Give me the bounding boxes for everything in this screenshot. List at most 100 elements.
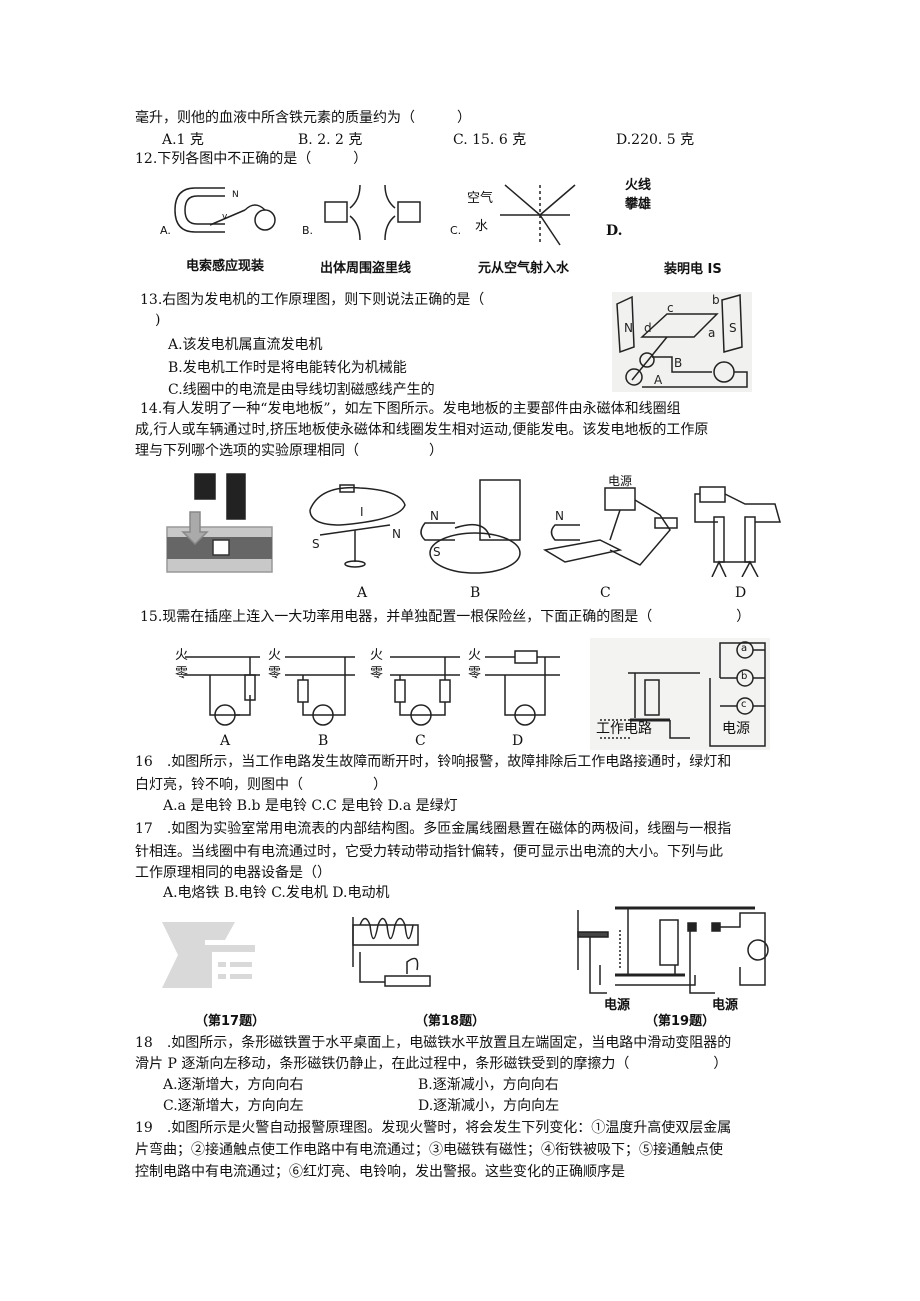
- q14-figure-b: NS: [420, 479, 521, 574]
- q16-fig-label-power: 电源: [722, 721, 750, 737]
- q16-fig-label-c: c: [741, 699, 747, 710]
- q12-caption-b: 出体周围盗里线: [320, 261, 412, 276]
- caption-q19: （第19题）: [645, 1014, 716, 1029]
- q17-line-2: 针相连。当线圈中有电流通过时，它受力转动带动指针偏转，便可显示出电流的大小。下列…: [135, 844, 723, 860]
- q12-caption-c: 元从空气射入水: [478, 261, 570, 276]
- q12-figure-b: [324, 184, 421, 241]
- q17-line-3: 工作原理相同的电器设备是（）: [135, 865, 331, 881]
- q16-line-1: 16 .如图所示，当工作电路发生故障而断开时，铃响报警，故障排除后工作电路接通时…: [135, 754, 732, 770]
- q12-fig-label-air: 空气: [467, 191, 494, 206]
- q15-fig-letter-d: D: [512, 733, 524, 749]
- q14-fig-label-power: 电源: [608, 474, 633, 488]
- q14-figure-c: N: [542, 487, 678, 566]
- svg-text:N: N: [392, 527, 401, 541]
- q17-placeholder-figure: [162, 922, 255, 988]
- q15-fire-b: 火: [268, 648, 282, 663]
- q16-line-2: 白灯亮，铃不响，则图中（ ）: [135, 777, 387, 793]
- svg-text:N: N: [624, 321, 633, 335]
- q12-fig-letter-b: B.: [302, 224, 314, 237]
- caption-q18: （第18题）: [415, 1014, 486, 1029]
- q12-fig-label-v: v: [222, 212, 228, 222]
- q15-fire-c: 火: [370, 648, 384, 663]
- caption-q17: （第17题）: [195, 1014, 266, 1029]
- q14-floor-figure: [166, 473, 273, 573]
- q15-fig-letter-c: C: [415, 733, 426, 749]
- q15-fire-a: 火: [175, 648, 189, 663]
- q14-line-1: 14.有人发明了一种“发电地板”，如左下图所示。发电地板的主要部件由永磁体和线圈…: [140, 401, 681, 417]
- q14-figure-a: S N I: [309, 484, 406, 568]
- q12-fig-letter-a: A.: [160, 224, 171, 237]
- svg-text:N: N: [430, 509, 439, 523]
- q15-zero-c: 零: [370, 666, 384, 681]
- q11-option-a: A.1 克: [162, 132, 204, 148]
- q12-stem: 12.下列各图中不正确的是（ ）: [135, 151, 368, 167]
- q12-fig-d-line2: 攀雄: [625, 197, 652, 212]
- q18-line-1: 18 .如图所示，条形磁铁置于水平桌面上，电磁铁水平放置且左端固定，当电路中滑动…: [135, 1035, 732, 1051]
- q18-electromagnet-figure: [352, 917, 431, 987]
- q15-fire-d: 火: [468, 648, 482, 663]
- q13-option-c: C.线圈中的电流是由导线切割磁感线产生的: [168, 382, 435, 398]
- q15-circuits-figure: [185, 650, 560, 726]
- q16-fig-label-work: 工作电路: [596, 721, 652, 737]
- svg-text:S: S: [312, 537, 320, 551]
- q18-option-b: B.逐渐减小，方向向右: [418, 1077, 559, 1093]
- q19-line-2: 片弯曲；②接通触点使工作电路中有电流通过；③电磁铁有磁性；④衔铁被吸下；⑤接通触…: [135, 1142, 723, 1158]
- q11-option-b: B. 2. 2 克: [298, 132, 363, 148]
- q15-zero-d: 零: [468, 666, 482, 681]
- q12-caption-a: 电索感应现装: [186, 259, 265, 274]
- svg-text:I: I: [360, 505, 364, 519]
- svg-text:a: a: [708, 326, 715, 340]
- svg-text:A: A: [654, 373, 663, 387]
- q13-option-a: A.该发电机属直流发电机: [168, 337, 323, 353]
- q11-option-c: C. 15. 6 克: [453, 132, 527, 148]
- q15-zero-b: 零: [268, 666, 282, 681]
- q12-fig-d-line1: 火线: [625, 178, 652, 193]
- q14-line-3: 理与下列哪个选项的实验原理相同（ ）: [135, 443, 443, 459]
- q12-fig-letter-c: C.: [450, 224, 462, 237]
- svg-text:c: c: [667, 301, 674, 315]
- q17-line-1: 17 .如图为实验室常用电流表的内部结构图。多匝金属线圈悬置在磁体的两极间，线圈…: [135, 821, 732, 837]
- q14-fig-letter-b: B: [470, 585, 481, 601]
- q14-fig-letter-a: A: [357, 585, 368, 601]
- q11-option-d: D.220. 5 克: [616, 132, 695, 148]
- svg-text:B: B: [674, 356, 682, 370]
- q13-stem: 13.右图为发电机的工作原理图，则下则说法正确的是（: [140, 292, 485, 308]
- q16-fig-label-b: b: [741, 671, 748, 682]
- svg-text:d: d: [644, 321, 652, 335]
- q19-line-1: 19 .如图所示是火警自动报警原理图。发现火警时，将会发生下列变化：①温度升高使…: [135, 1120, 732, 1136]
- q14-line-2: 成,行人或车辆通过时,挤压地板使永磁体和线圈发生相对运动,便能发电。该发电地板的…: [135, 422, 709, 438]
- q15-fig-letter-a: A: [220, 733, 231, 749]
- q12-fig-label-water: 水: [475, 219, 489, 234]
- q15-zero-a: 零: [175, 666, 189, 681]
- svg-text:S: S: [729, 321, 737, 335]
- q19-fig-power-2: 电源: [712, 998, 739, 1013]
- q12-figure-c: [500, 184, 576, 246]
- q14-fig-letter-c: C: [600, 585, 611, 601]
- q17-options: A.电烙铁 B.电铃 C.发电机 D.电动机: [163, 885, 390, 901]
- q12-fig-label-n: N: [232, 190, 239, 200]
- q18-option-d: D.逐渐减小，方向向左: [418, 1098, 560, 1114]
- q12-figure-a: [174, 187, 276, 233]
- q19-alarm-figure: [577, 906, 769, 994]
- q12-caption-d: 装明电 IS: [664, 262, 722, 277]
- q16-options: A.a 是电铃 B.b 是电铃 C.C 是电铃 D.a 是绿灯: [163, 798, 458, 814]
- q11-text: 毫升，则他的血液中所含铁元素的质量约为（ ）: [135, 110, 471, 126]
- q18-option-c: C.逐渐增大，方向向左: [163, 1098, 304, 1114]
- q18-line-2: 滑片 P 逐渐向左移动，条形磁铁仍静止，在此过程中，条形磁铁受到的摩擦力（ ）: [135, 1056, 728, 1072]
- q19-fig-power-1: 电源: [604, 998, 631, 1013]
- svg-text:N: N: [555, 509, 564, 523]
- q19-line-3: 控制电路中有电流通过；⑥红灯亮、电铃响，发出警报。这些变化的正确顺序是: [135, 1164, 625, 1180]
- q16-fig-label-a: a: [741, 643, 748, 654]
- q15-stem: 15.现需在插座上连入一大功率用电器，并单独配置一根保险丝，下面正确的图是（ ）: [140, 609, 751, 625]
- q16-relay-figure: [590, 638, 770, 750]
- svg-text:b: b: [712, 293, 720, 307]
- q18-option-a: A.逐渐增大，方向向右: [163, 1077, 304, 1093]
- q12-fig-letter-d: D.: [606, 223, 623, 239]
- q15-fig-letter-b: B: [318, 733, 329, 749]
- q14-fig-letter-d: D: [735, 585, 747, 601]
- q13-option-b: B.发电机工作时是将电能转化为机械能: [168, 360, 407, 376]
- q13-close: ): [155, 312, 161, 328]
- q13-generator-figure: N Sc b a dBA: [612, 292, 752, 392]
- q14-figure-d: [694, 486, 781, 577]
